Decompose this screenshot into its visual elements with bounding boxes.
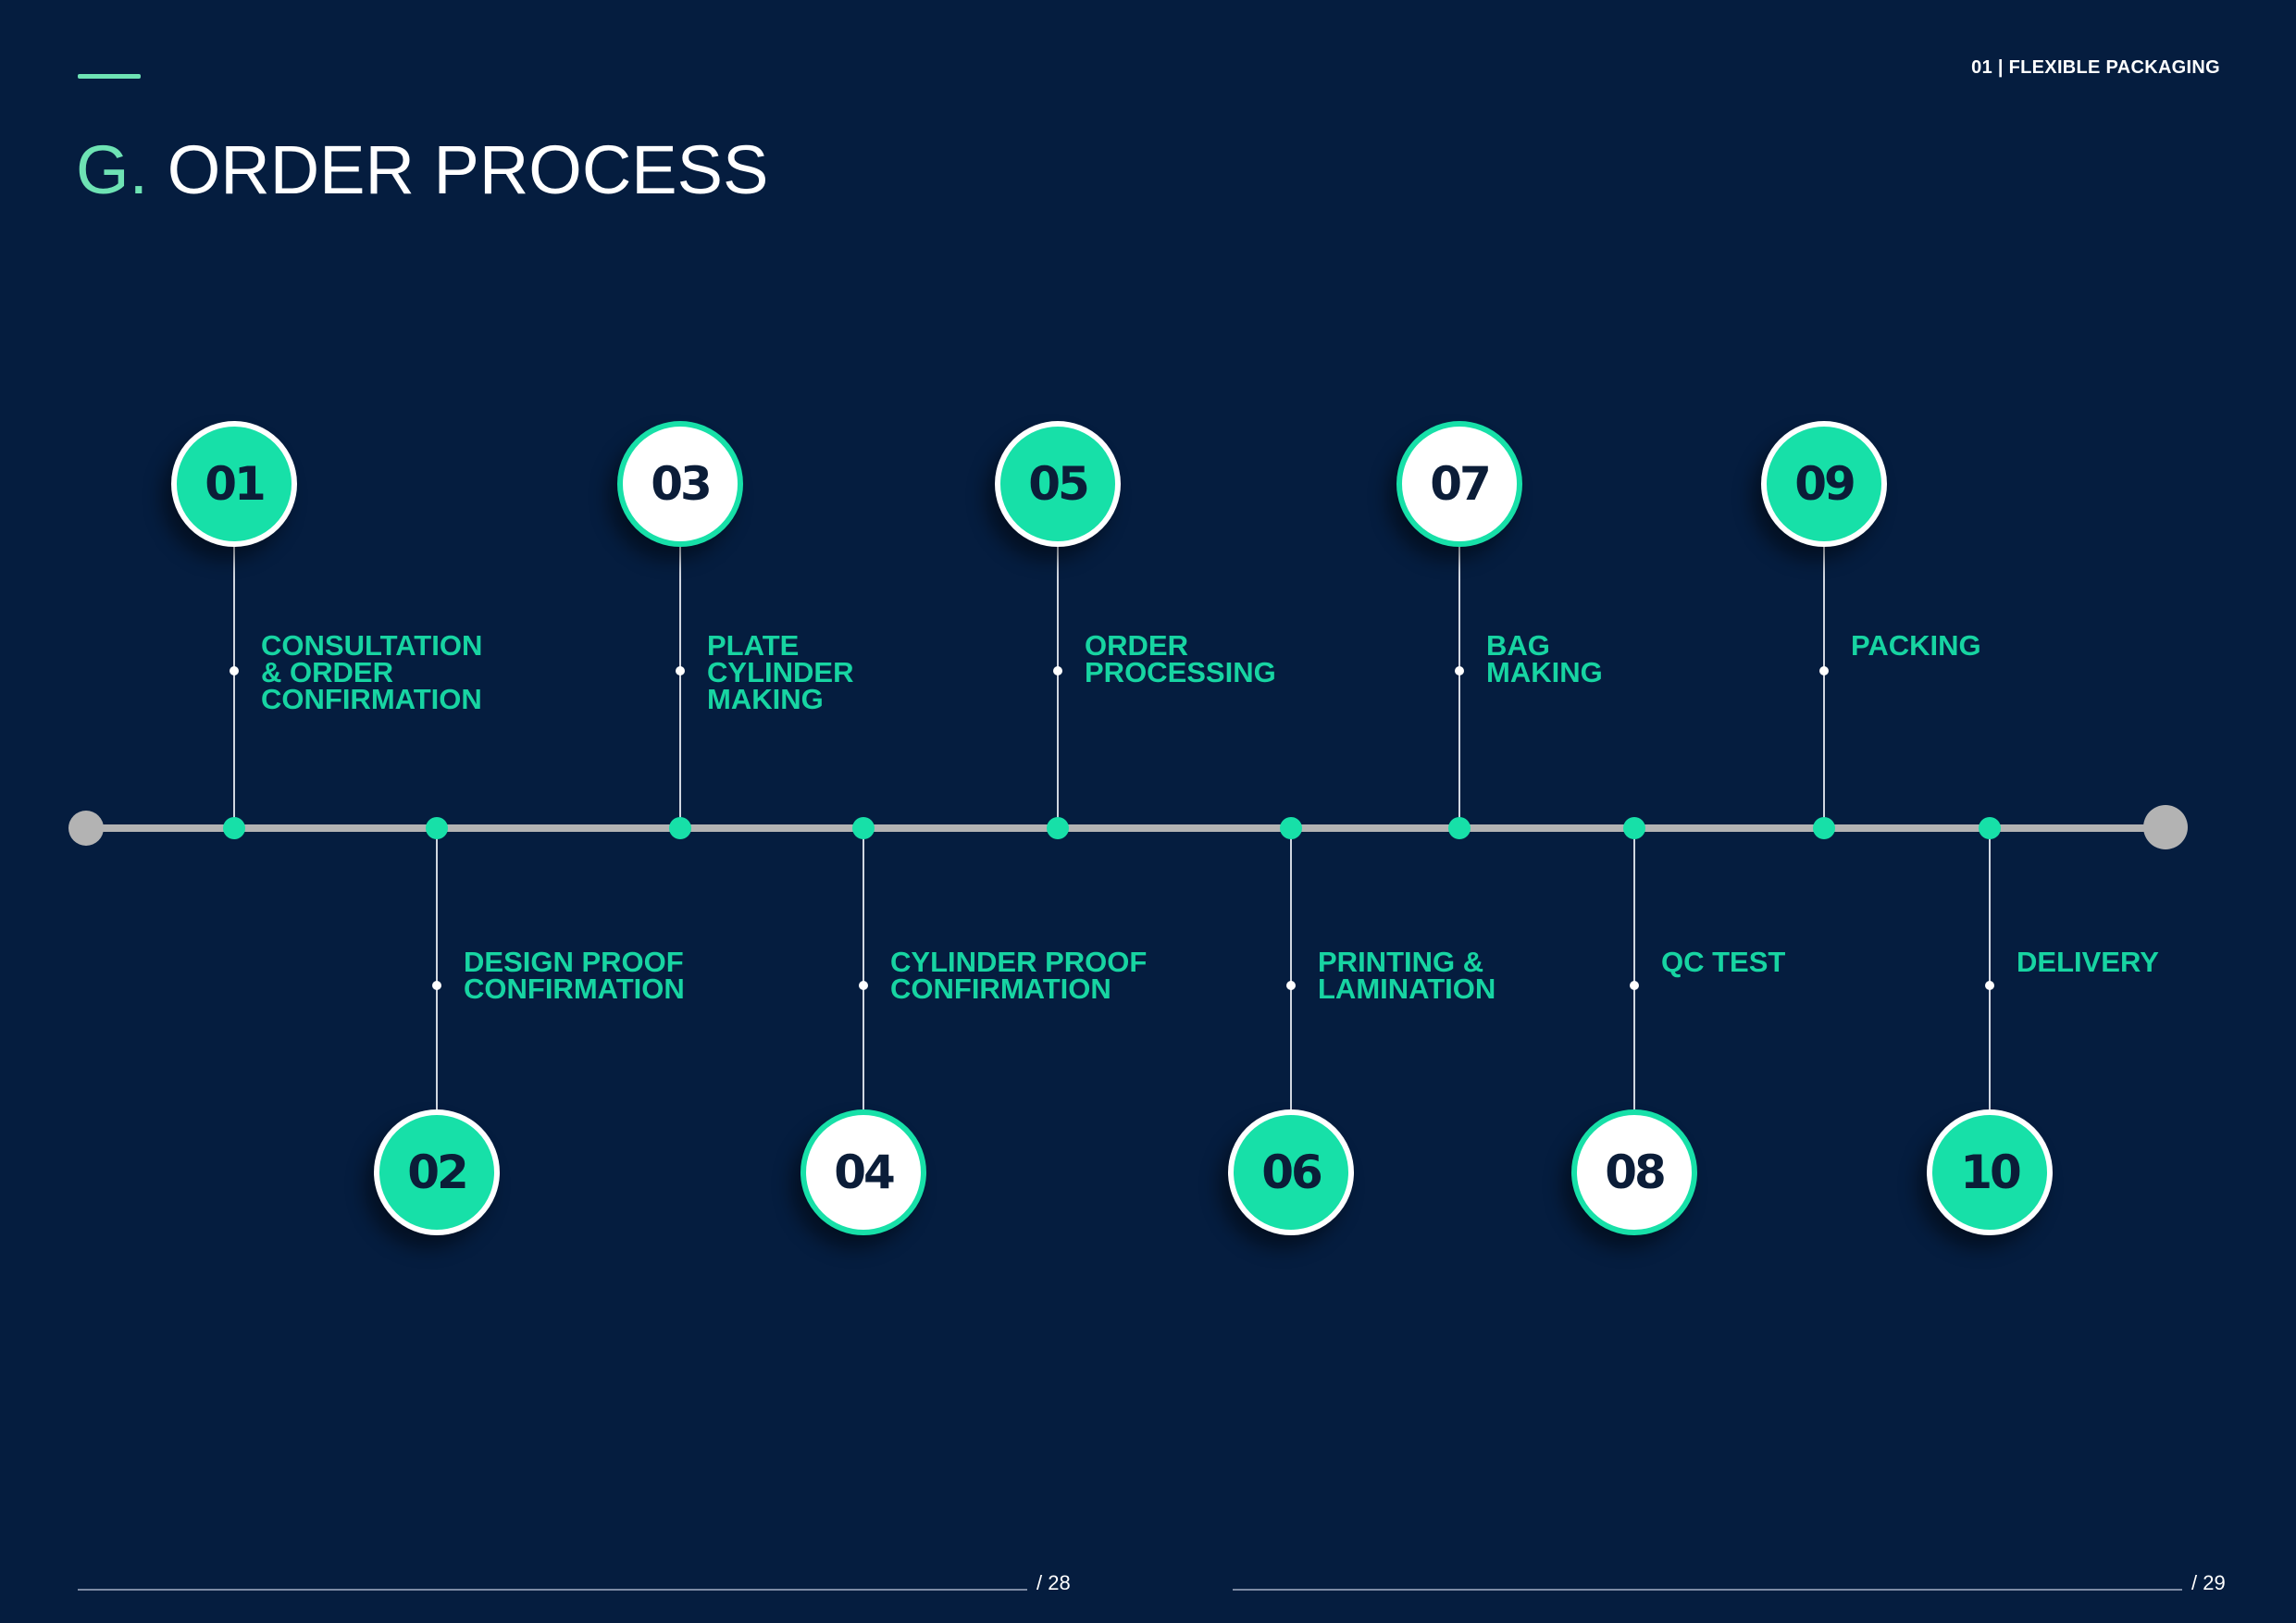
timeline-line: [85, 824, 2165, 832]
timeline-end-cap: [2143, 805, 2188, 849]
footer-divider-left: [78, 1589, 1027, 1591]
timeline-dot-07: [1448, 817, 1471, 839]
step-circle-08: 08: [1571, 1109, 1697, 1235]
timeline-dot-09: [1813, 817, 1835, 839]
step-circle-09: 09: [1761, 421, 1887, 547]
step-circle-02: 02: [374, 1109, 500, 1235]
step-label-09: PACKING: [1851, 629, 1981, 662]
page-title-text: ORDER PROCESS: [167, 131, 769, 208]
page-number-left: / 28: [1036, 1571, 1071, 1594]
step-connector-09: [1823, 484, 1825, 828]
step-connector-10: [1989, 828, 1991, 1172]
connector-marker-06: [1286, 981, 1296, 990]
step-number: 06: [1261, 1146, 1323, 1199]
step-label-04: CYLINDER PROOF CONFIRMATION: [890, 946, 1148, 1005]
step-number: 09: [1794, 457, 1856, 511]
timeline-dot-05: [1047, 817, 1069, 839]
step-circle-10: 10: [1927, 1109, 2053, 1235]
step-circle-04: 04: [800, 1109, 926, 1235]
timeline-start-cap: [68, 811, 104, 846]
timeline-dot-01: [223, 817, 245, 839]
step-connector-02: [436, 828, 438, 1172]
step-number: 08: [1605, 1146, 1667, 1199]
step-label-01: CONSULTATION & ORDER CONFIRMATION: [261, 629, 483, 715]
connector-marker-03: [676, 666, 685, 675]
step-circle-03: 03: [617, 421, 743, 547]
title-accent-bar: [78, 74, 141, 79]
connector-marker-10: [1985, 981, 1994, 990]
timeline-dot-10: [1979, 817, 2001, 839]
timeline-dot-08: [1623, 817, 1645, 839]
step-connector-04: [863, 828, 864, 1172]
step-circle-07: 07: [1396, 421, 1522, 547]
step-circle-05: 05: [995, 421, 1121, 547]
step-label-03: PLATE CYLINDER MAKING: [707, 629, 854, 715]
step-circle-01: 01: [171, 421, 297, 547]
connector-marker-05: [1053, 666, 1062, 675]
page-number-right: / 29: [2191, 1571, 2226, 1594]
step-number: 02: [407, 1146, 469, 1199]
footer-divider-right: [1233, 1589, 2182, 1591]
page-title-prefix: G.: [76, 131, 149, 208]
timeline-dot-04: [852, 817, 875, 839]
step-label-10: DELIVERY: [2017, 946, 2159, 978]
step-label-08: QC TEST: [1661, 946, 1786, 978]
step-connector-05: [1057, 484, 1059, 828]
connector-marker-08: [1630, 981, 1639, 990]
timeline-dot-03: [669, 817, 691, 839]
step-label-07: BAG MAKING: [1486, 629, 1603, 688]
step-connector-03: [679, 484, 681, 828]
timeline-dot-06: [1280, 817, 1302, 839]
step-label-05: ORDER PROCESSING: [1085, 629, 1276, 688]
step-number: 10: [1960, 1146, 2022, 1199]
step-circle-06: 06: [1228, 1109, 1354, 1235]
step-number: 03: [651, 457, 713, 511]
step-number: 01: [205, 457, 267, 511]
step-connector-06: [1290, 828, 1292, 1172]
connector-marker-09: [1819, 666, 1829, 675]
timeline-dot-02: [426, 817, 448, 839]
connector-marker-02: [432, 981, 441, 990]
step-number: 05: [1028, 457, 1090, 511]
step-label-02: DESIGN PROOF CONFIRMATION: [464, 946, 685, 1005]
step-connector-01: [233, 484, 235, 828]
page-title: G. ORDER PROCESS: [76, 128, 768, 213]
step-label-06: PRINTING & LAMINATION: [1318, 946, 1496, 1005]
section-label: 01 | FLEXIBLE PACKAGING: [1971, 57, 2220, 78]
connector-marker-01: [230, 666, 239, 675]
step-number: 07: [1430, 457, 1492, 511]
step-number: 04: [834, 1146, 896, 1199]
connector-marker-04: [859, 981, 868, 990]
step-connector-07: [1458, 484, 1460, 828]
step-connector-08: [1633, 828, 1635, 1172]
connector-marker-07: [1455, 666, 1464, 675]
